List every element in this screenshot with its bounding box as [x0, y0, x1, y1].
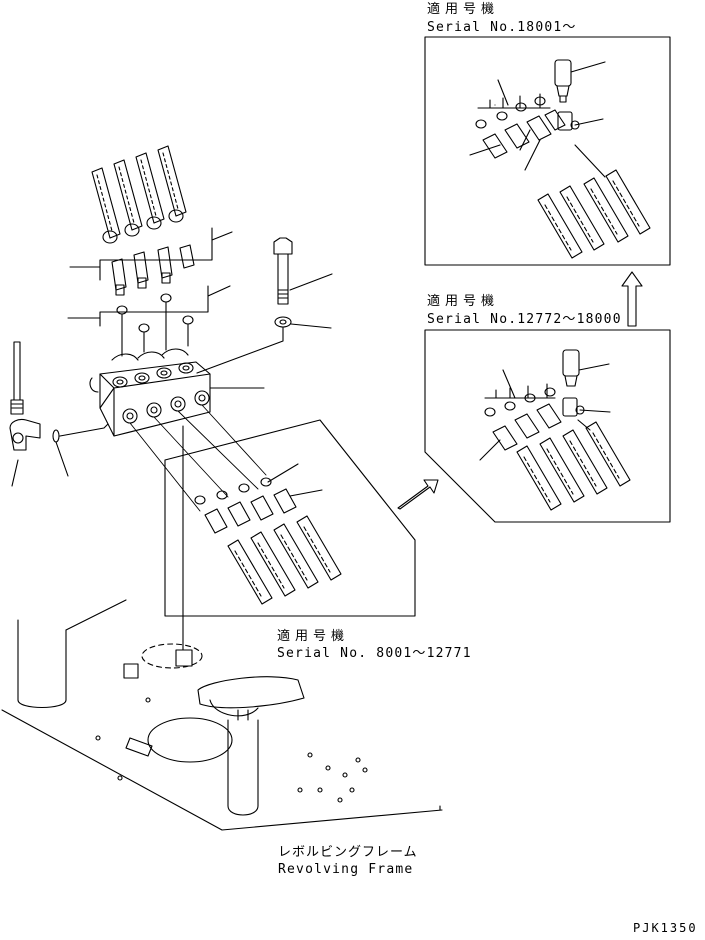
inset-serial-12772: [425, 330, 670, 522]
main-adapters: [112, 245, 194, 295]
inset-top-bracket: [478, 94, 550, 108]
mid-serial-label: Serial No.12772～18000: [427, 312, 622, 327]
main-applicable-label: 適用号機: [277, 629, 350, 644]
control-valve: [90, 349, 264, 436]
oring-bracket: [100, 286, 208, 326]
frame-en-label: Revolving Frame: [278, 862, 414, 877]
inset-serial-8001: [165, 420, 415, 616]
top-applicable-label: 適用号機: [427, 2, 500, 17]
inset-frame-top: [425, 37, 670, 265]
inset-top-tee: [558, 112, 603, 130]
mounting-bolt: [274, 238, 332, 328]
adapter-bracket: [100, 228, 212, 280]
inset-frame-middle: [425, 330, 670, 522]
main-upper-hoses: [92, 146, 186, 243]
arrow-diagonal-icon: [398, 480, 438, 509]
inset-mid-plug: [563, 350, 609, 386]
inset-serial-18001: [425, 37, 670, 265]
inset-mid-tee: [563, 398, 610, 416]
revolving-frame: [2, 600, 442, 830]
inset-mid-adapters: [480, 404, 561, 460]
main-box-fittings: [195, 464, 341, 604]
top-serial-label: Serial No.18001～: [427, 20, 577, 35]
inset-top-hoses: [538, 145, 650, 258]
elbow-fitting: [10, 342, 108, 486]
main-serial-label: Serial No. 8001～12771: [277, 646, 472, 661]
inset-top-plug: [555, 60, 605, 102]
frame-jp-label: レボルビングフレーム: [278, 845, 418, 860]
inset-mid-hoses: [517, 420, 630, 510]
arrow-up-icon: [622, 272, 642, 326]
mid-applicable-label: 適用号機: [427, 294, 500, 309]
inset-top-adapters: [470, 110, 565, 170]
inset-mid-bracket: [485, 384, 555, 398]
drawing-code: PJK1350: [633, 921, 698, 935]
